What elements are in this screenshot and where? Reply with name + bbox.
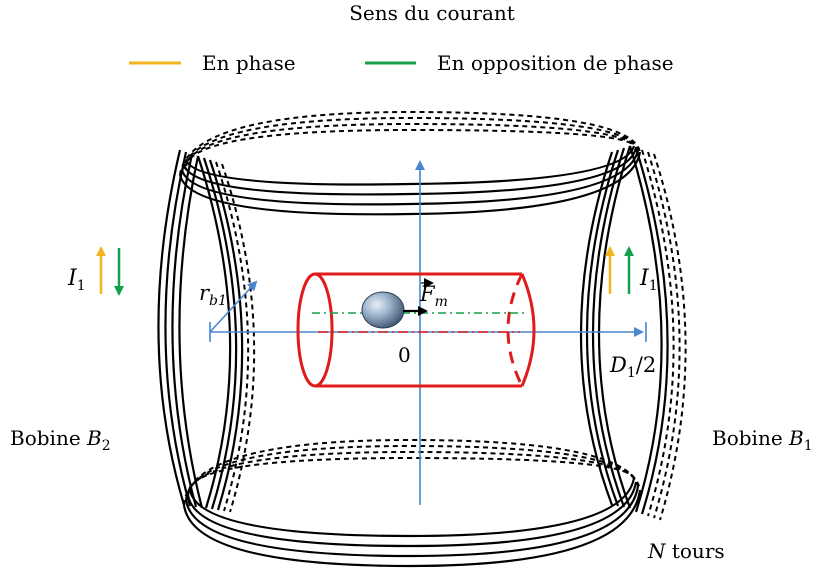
half-distance-label: D1/2 bbox=[609, 353, 656, 381]
right-coil-outer bbox=[628, 145, 669, 515]
left-coil-back bbox=[215, 161, 256, 513]
coil-b2-label: Bobine B2 bbox=[10, 426, 111, 454]
legend-in-phase-label: En phase bbox=[202, 51, 296, 75]
right-coil-front bbox=[579, 145, 632, 509]
legend: Sens du courant En phase En opposition d… bbox=[129, 1, 674, 75]
force-label: Fm bbox=[419, 282, 448, 310]
coil-b1-label: Bobine B1 bbox=[712, 426, 813, 454]
legend-opposition-label: En opposition de phase bbox=[437, 51, 674, 75]
right-coil-back bbox=[641, 149, 687, 521]
cylinder-right-end-front bbox=[520, 273, 536, 387]
cylinder bbox=[296, 272, 536, 388]
radius-label: rb1 bbox=[199, 281, 227, 309]
turns-label: N tours bbox=[647, 539, 725, 563]
origin-label: 0 bbox=[398, 343, 411, 367]
bottom-coil-front bbox=[182, 477, 642, 568]
bottom-coil-back bbox=[183, 438, 641, 506]
top-coil-back bbox=[179, 110, 641, 176]
left-current-label: I1 bbox=[67, 266, 86, 294]
cylinder-left-end bbox=[296, 272, 334, 388]
radius-arrow bbox=[209, 280, 258, 333]
cylinder-right-end-back bbox=[506, 273, 524, 387]
legend-title: Sens du courant bbox=[349, 1, 515, 25]
particle-sphere bbox=[361, 291, 405, 329]
right-current-label: I1 bbox=[639, 266, 658, 294]
left-coil-front bbox=[157, 149, 204, 509]
top-coil-front bbox=[178, 145, 642, 216]
left-coil-inner bbox=[196, 155, 244, 511]
